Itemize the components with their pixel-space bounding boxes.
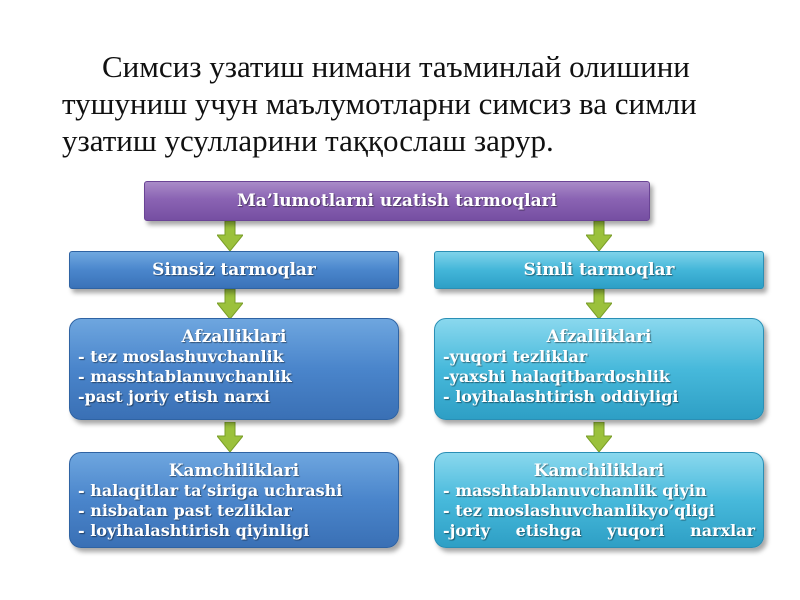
list-item-word: etishga [515,521,582,540]
intro-word: ва [578,86,607,121]
card-heading: Kamchiliklari [533,461,665,481]
arrow-down-icon [217,289,243,319]
wired-disadvantages-card: Kamchiliklari - masshtablanuvchanlik qiy… [434,452,764,548]
arrow-down-icon [586,422,612,452]
list-item: -yaxshi halaqitbardoshlik [443,367,670,386]
list-item: -yuqori tezliklar [443,347,588,366]
intro-line-2: тушуниш учун маълумотларни симсиз ва сим… [62,85,766,122]
intro-word: тушуниш [62,86,188,121]
intro-word: симсиз [478,86,572,121]
arrow-down-icon [217,221,243,251]
list-item: - loyihalashtirish qiyinligi [78,521,310,540]
list-item: - nisbatan past tezliklar [78,501,292,520]
intro-word: олишини [569,49,690,84]
arrow-down-icon [586,221,612,251]
intro-word: учун [194,86,258,121]
card-heading: Afzalliklari [181,327,287,347]
list-item: - masshtablanuvchanlik qiyin [443,481,707,500]
list-item-word: narxlar [690,521,755,540]
card-heading: Afzalliklari [546,327,652,347]
diagram-title-box: Ma’lumotlarni uzatish tarmoqlari [144,181,650,221]
list-item: - masshtablanuvchanlik [78,367,292,386]
intro-line-1: Симсиз узатиш нимани таъминлай олишини [62,48,766,85]
wireless-networks-header: Simsiz tarmoqlar [69,251,399,289]
intro-word: таъминлай [418,49,562,84]
list-item: - tez moslashuvchanlikyo’qligi [443,501,715,520]
wireless-advantages-card: Afzalliklari - tez moslashuvchanlik - ma… [69,318,399,420]
list-item-word: -joriy [443,521,490,540]
wired-advantages-card: Afzalliklari -yuqori tezliklar -yaxshi h… [434,318,764,420]
list-item: - tez moslashuvchanlik [78,347,284,366]
intro-paragraph: Симсиз узатиш нимани таъминлай олишини т… [62,48,766,159]
intro-word: нимани [311,49,412,84]
intro-word: симли [614,86,697,121]
arrow-down-icon [586,289,612,319]
intro-word: маълумотларни [265,86,471,121]
wired-networks-header: Simli tarmoqlar [434,251,764,289]
intro-line-3: узатиш усулларини таққослаш зарур. [62,123,554,158]
list-item-word: yuqori [607,521,665,540]
list-item: - loyihalashtirish oddiyligi [443,387,679,406]
card-heading: Kamchiliklari [168,461,300,481]
intro-word: узатиш [209,49,304,84]
list-item: -joriy etishga yuqori narxlar [443,521,755,541]
intro-word: Симсиз [102,49,202,84]
wireless-disadvantages-card: Kamchiliklari - halaqitlar ta’siriga uch… [69,452,399,548]
list-item: -past joriy etish narxi [78,387,270,406]
list-item: - halaqitlar ta’siriga uchrashi [78,481,343,500]
arrow-down-icon [217,422,243,452]
